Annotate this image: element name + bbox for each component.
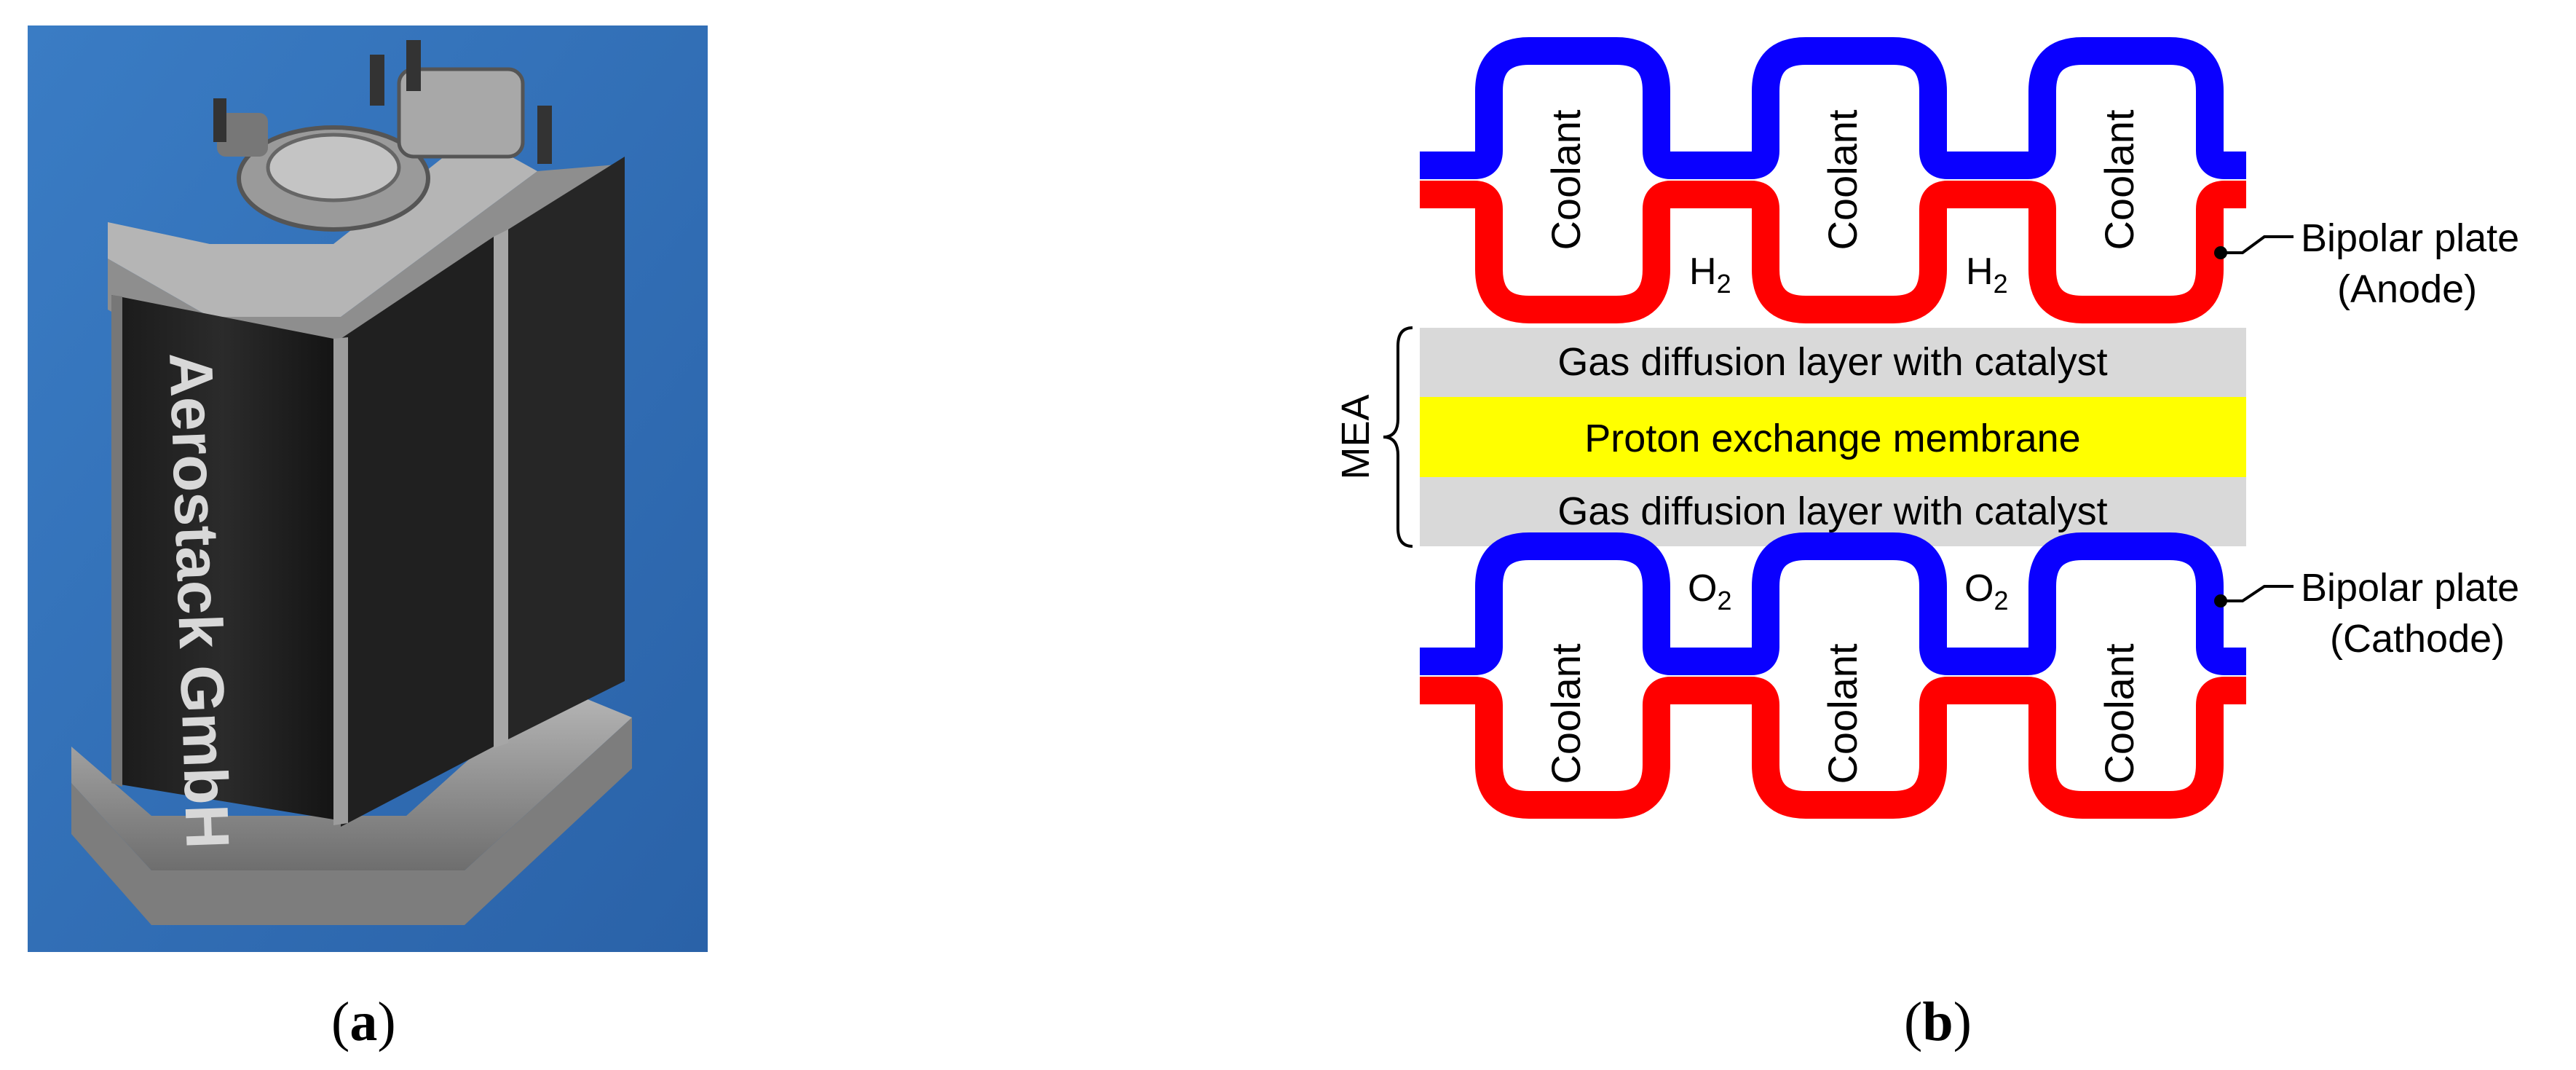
- coolant-label-anode-1: Coolant: [1543, 109, 1589, 250]
- coolant-label-cathode-2: Coolant: [1820, 643, 1865, 784]
- anode-plate-label-line1: Bipolar plate: [2301, 216, 2519, 260]
- gdl-bottom-label: Gas diffusion layer with catalyst: [1557, 489, 2107, 533]
- gdl-top-layer: [1420, 328, 2246, 397]
- pem-label: Proton exchange membrane: [1584, 417, 2080, 460]
- anode-plate-label-line2: (Anode): [2337, 267, 2477, 311]
- cathode-callout-line: [2221, 585, 2293, 602]
- caption-a: (a): [331, 991, 396, 1053]
- caption-b: (b): [1904, 991, 1972, 1053]
- pem-cell-diagram: Coolant Coolant Coolant H2 H2 Gas diffus…: [1334, 37, 2519, 819]
- mea-label: MEA: [1334, 394, 1378, 479]
- coolant-label-anode-3: Coolant: [2096, 109, 2142, 250]
- coolant-label-cathode-3: Coolant: [2096, 643, 2142, 784]
- coolant-label-anode-2: Coolant: [1820, 109, 1865, 250]
- cathode-coolant-channel: [1420, 532, 2246, 675]
- gdl-top-label: Gas diffusion layer with catalyst: [1557, 340, 2107, 384]
- oxygen-label-1: O2: [1688, 567, 1731, 615]
- cathode-plate-label-line1: Bipolar plate: [2301, 566, 2519, 610]
- coolant-label-cathode-1: Coolant: [1543, 643, 1589, 784]
- fuel-cell-stack-photo: Aerostack GmbH: [28, 25, 708, 952]
- cathode-gas-channel: [1420, 677, 2246, 819]
- oxygen-label-2: O2: [1964, 567, 2008, 615]
- cathode-plate-label-line2: (Cathode): [2330, 617, 2505, 661]
- hydrogen-label-1: H2: [1689, 251, 1731, 299]
- mea-brace: [1383, 326, 1413, 548]
- anode-coolant-channel: [1420, 37, 2246, 179]
- pem-layer: [1420, 397, 2246, 477]
- fuel-cell-stack-illustration: Aerostack GmbH: [28, 25, 708, 952]
- hydrogen-label-2: H2: [1966, 251, 2008, 299]
- anode-callout-line: [2221, 235, 2293, 254]
- anode-gas-channel: [1420, 181, 2246, 323]
